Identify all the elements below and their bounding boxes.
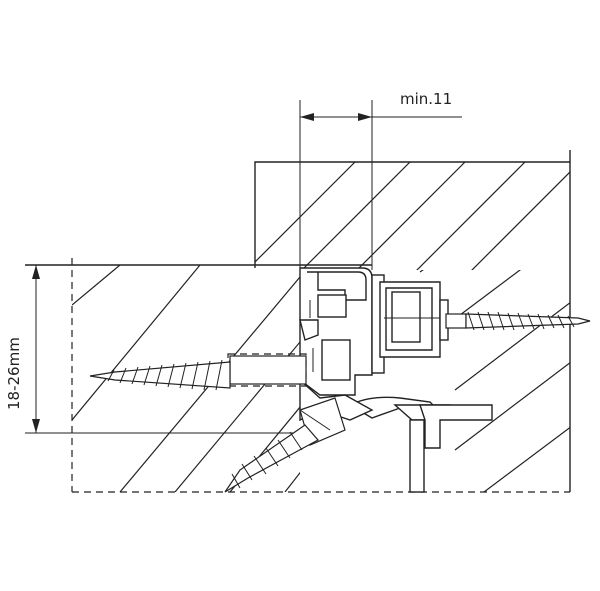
cabinet-screw [445, 311, 591, 331]
gap-dimension-label: min.11 [400, 90, 452, 108]
cabinet-side-hatching [419, 270, 570, 492]
gap-dimension: min.11 [299, 90, 462, 270]
angled-screw [224, 397, 346, 493]
mounting-plate [371, 274, 449, 374]
door-screw [89, 353, 307, 391]
cabinet-panel-hatching [255, 162, 570, 270]
hinge-cup [299, 267, 373, 396]
thickness-dimension-label: 18-26mm [5, 337, 23, 410]
cabinet-panel [254, 150, 571, 492]
thickness-dimension: 18-26mm [5, 265, 40, 433]
door-panel [25, 258, 570, 493]
